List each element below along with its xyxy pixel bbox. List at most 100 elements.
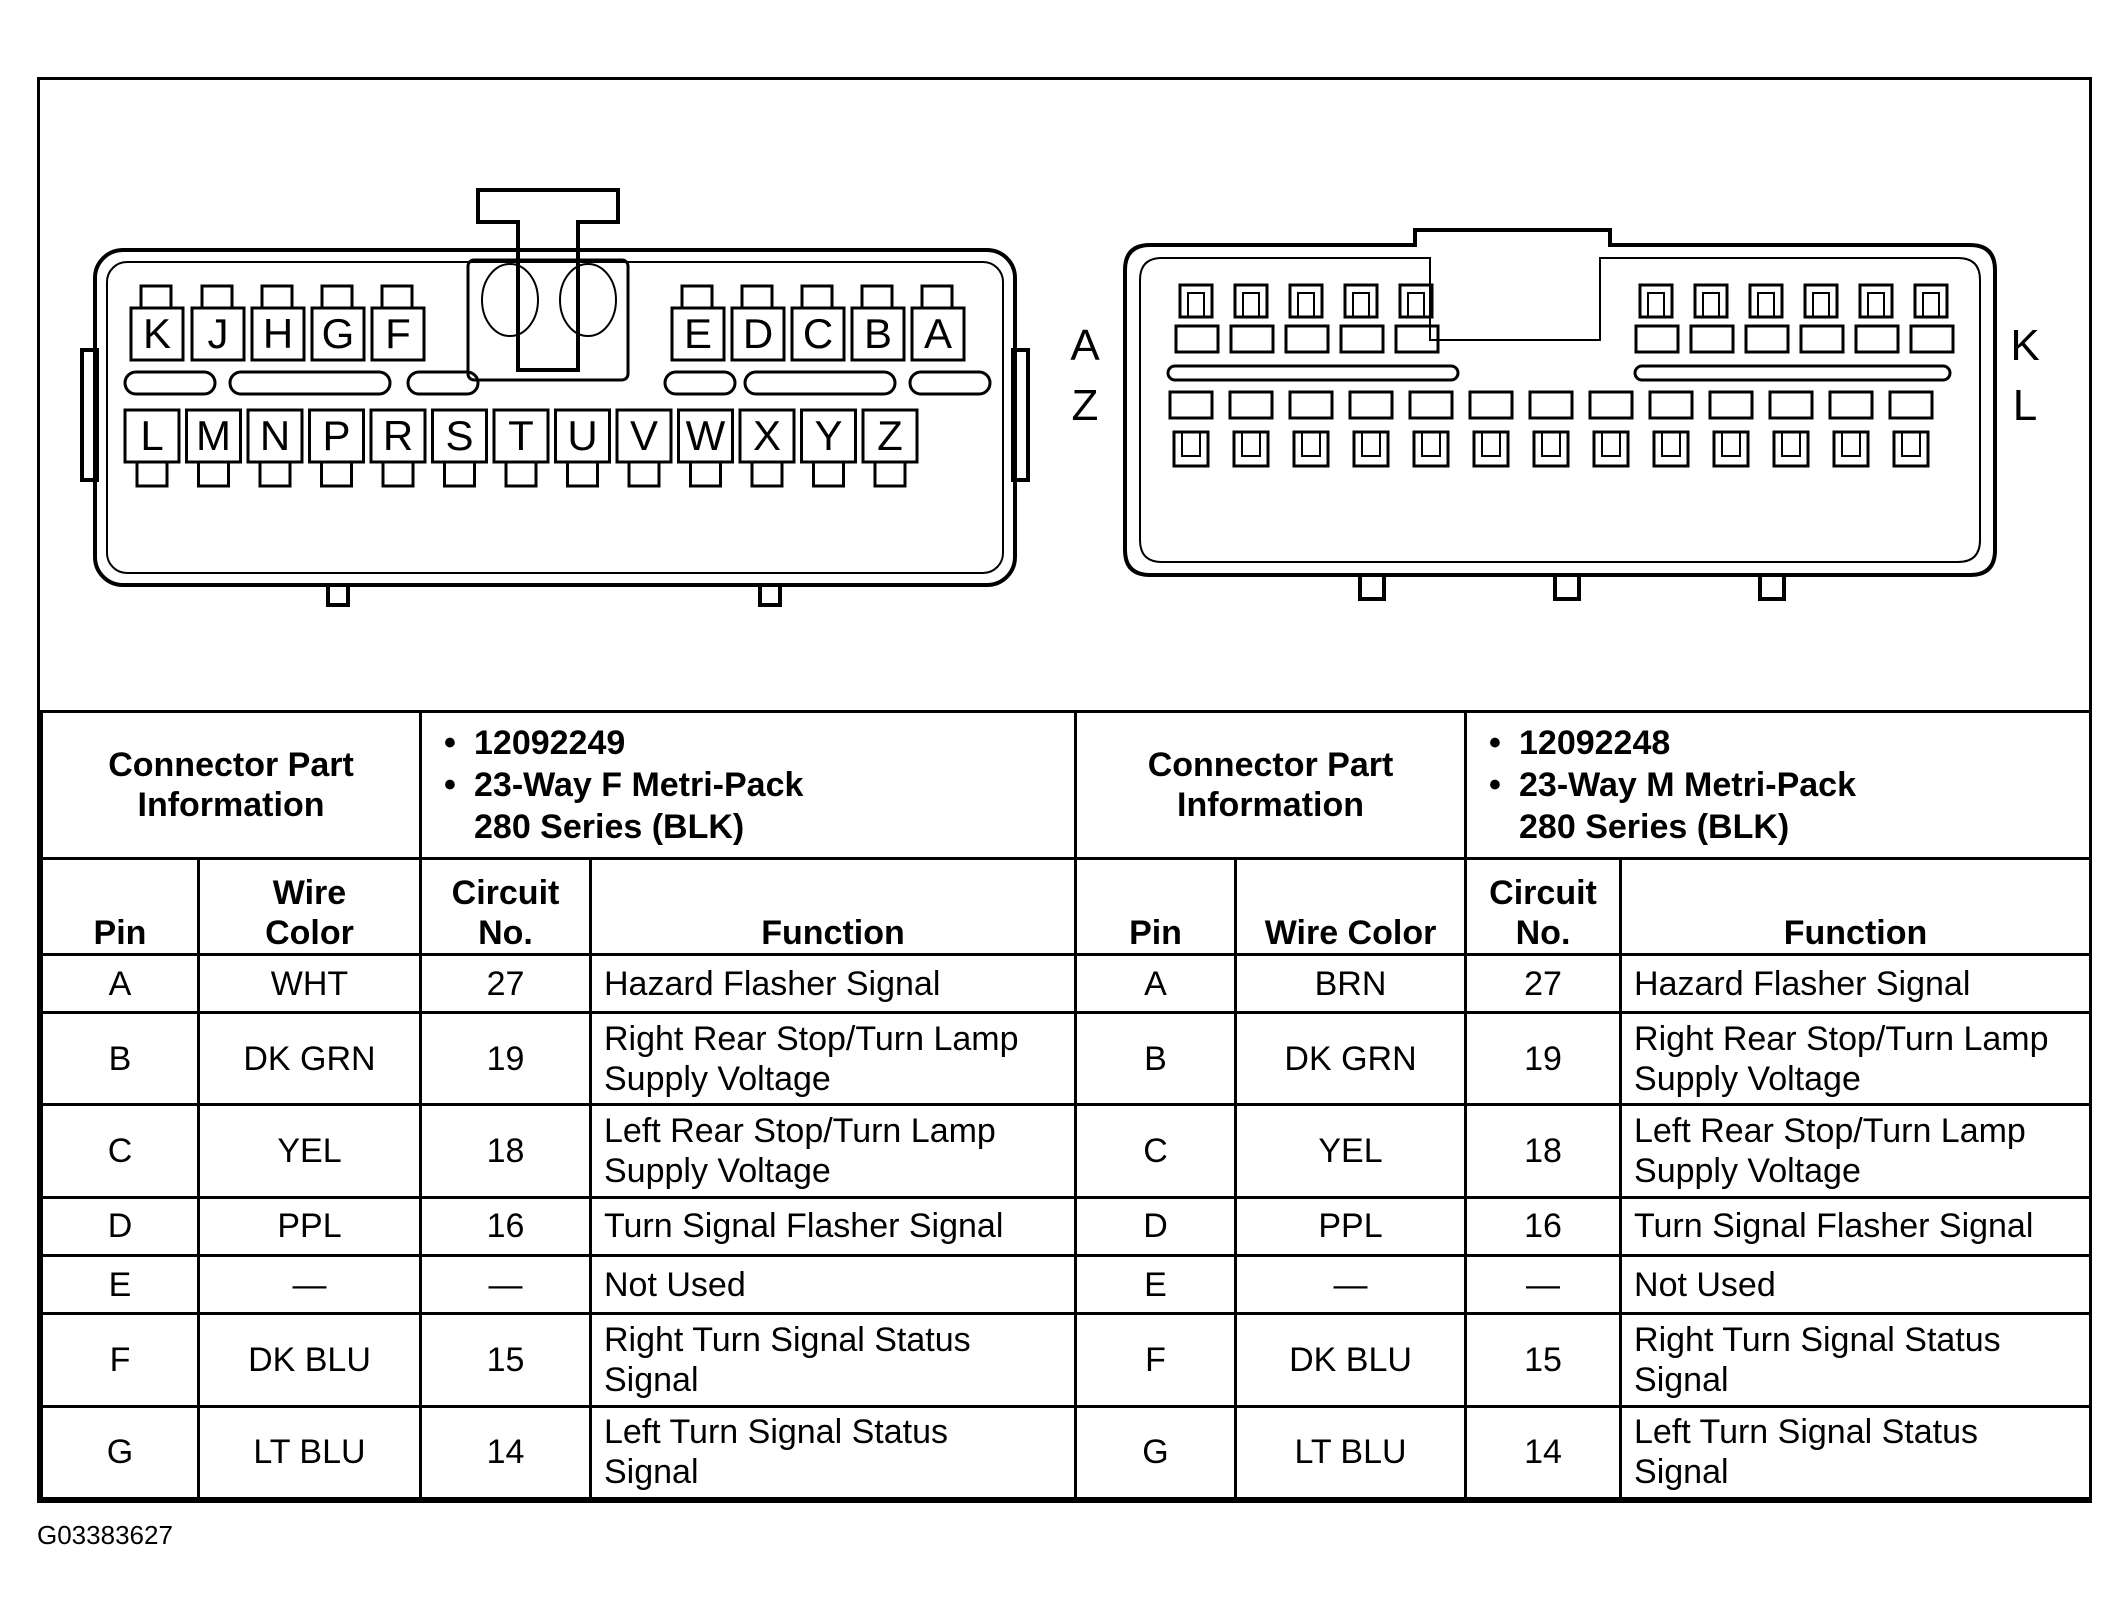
circuit-cell-male: 16: [1464, 1195, 1623, 1258]
male-label-bottom-right: L: [2013, 381, 2037, 430]
male-terminal: [1858, 283, 1894, 319]
male-terminal: [1748, 283, 1784, 319]
header-circuit-l1: Circuit: [1489, 873, 1597, 912]
function-cell-male: Not Used: [1619, 1254, 2093, 1316]
male-foot: [1358, 573, 1386, 601]
female-terminal-clip: [443, 460, 476, 488]
female-pin-label: T: [508, 412, 534, 459]
figure-code: G03383627: [37, 1520, 173, 1550]
male-label-top-right: K: [2010, 321, 2039, 370]
circuit-cell-male: 27: [1464, 952, 1623, 1015]
male-rib: [1633, 364, 1952, 382]
female-pin-cell: [670, 306, 726, 362]
function-cell: Turn Signal Flasher Signal: [588, 1195, 1078, 1258]
female-terminal-clip: [627, 460, 661, 488]
male-contact: [1909, 324, 1955, 354]
female-terminal-clip: [566, 460, 599, 488]
female-pin-label: U: [567, 412, 597, 459]
female-latch: [476, 188, 620, 372]
circuit-cell-male: —: [1464, 1254, 1623, 1316]
male-terminal: [1803, 283, 1839, 319]
circuit-cell: 14: [419, 1404, 592, 1501]
male-connector-body: [1123, 228, 1997, 577]
female-pin-label: E: [684, 310, 712, 357]
male-contact: [1394, 324, 1440, 354]
male-terminal-inner: [1407, 292, 1425, 318]
female-terminal-clip: [860, 284, 894, 310]
male-contact: [1854, 324, 1900, 354]
male-contact: [1229, 324, 1275, 354]
female-terminal-clip: [135, 460, 169, 488]
male-desc-line1: 23-Way M Metri-Pack: [1519, 765, 1856, 804]
female-terminal-clip: [680, 284, 714, 310]
circuit-cell: 27: [419, 952, 592, 1015]
pin-cell-male: F: [1074, 1312, 1238, 1408]
male-terminal: [1652, 430, 1690, 468]
female-pin-label: L: [140, 412, 163, 459]
wire-color-cell-male: LT BLU: [1234, 1404, 1468, 1501]
male-terminal: [1638, 283, 1674, 319]
function-line1: Left Turn Signal Status: [1634, 1413, 1978, 1452]
female-pin-label: S: [445, 412, 473, 459]
function-line2: Signal: [604, 1360, 699, 1399]
male-terminal-inner: [1301, 431, 1321, 457]
wire-color-cell: WHT: [197, 952, 422, 1015]
female-rib: [908, 370, 992, 396]
male-contact: [1408, 390, 1454, 420]
male-label-top-left: A: [1070, 321, 1100, 370]
male-terminal-inner: [1187, 292, 1205, 318]
male-contact: [1648, 390, 1694, 420]
header-pin-male: Pin: [1074, 856, 1238, 956]
female-pin-cell: [129, 306, 185, 362]
female-latch-detail-right: [559, 263, 617, 337]
circuit-cell-male: 14: [1464, 1404, 1623, 1501]
female-terminal-clip: [740, 284, 774, 310]
female-terminal-clip: [750, 460, 784, 488]
female-pin-label: H: [263, 310, 293, 357]
function-line2: Signal: [1634, 1360, 1729, 1399]
wire-color-cell-male: PPL: [1234, 1195, 1468, 1258]
male-terminal: [1892, 430, 1930, 468]
male-connector: [1123, 228, 1997, 601]
female-rib: [406, 370, 480, 396]
female-connector-inner-outline: [106, 261, 1004, 574]
female-terminal-clip: [320, 460, 353, 488]
female-terminal-clip: [258, 460, 292, 488]
female-rib: [663, 370, 737, 396]
female-desc-line2: 280 Series (BLK): [474, 807, 745, 846]
function-line2: Signal: [604, 1453, 699, 1492]
male-terminal: [1693, 283, 1729, 319]
male-terminal-inner: [1361, 431, 1381, 457]
female-terminal-clip: [139, 284, 173, 310]
female-pin-cell: [910, 306, 966, 362]
male-terminal-inner: [1481, 431, 1501, 457]
wire-color-cell-male: BRN: [1234, 952, 1468, 1015]
circuit-cell-male: 18: [1464, 1103, 1623, 1199]
female-pin-label: G: [322, 310, 355, 357]
male-part-number: 12092248: [1489, 722, 2077, 764]
female-terminal-clip: [920, 284, 954, 310]
male-terminal-inner: [1901, 431, 1921, 457]
function-line1: Left Rear Stop/Turn Lamp: [1634, 1112, 2026, 1151]
female-terminal-clip: [689, 460, 722, 488]
female-pin-label: A: [924, 310, 952, 357]
header-wire-l1: Wire: [272, 873, 347, 912]
female-pin-cell: [850, 306, 906, 362]
male-terminal-inner: [1601, 431, 1621, 457]
header-wire-color-male: Wire Color: [1234, 856, 1468, 956]
